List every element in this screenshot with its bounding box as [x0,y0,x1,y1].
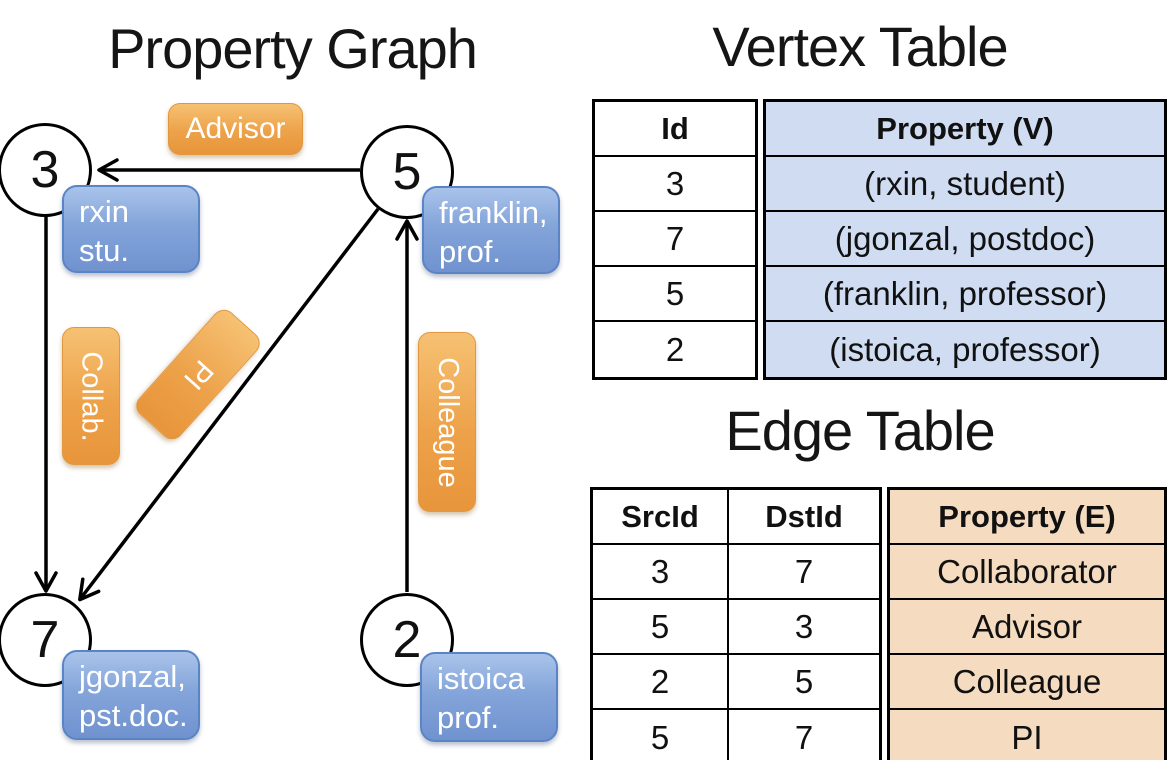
property-graph-title: Property Graph [108,17,478,80]
node-id-label: 5 [392,143,422,201]
vertex-property-line: prof. [437,700,500,735]
edge-table-cell-property: Collaborator [890,545,1164,600]
edge-table-cell-srcid: 3 [593,545,727,600]
edge-table-cell-property: Colleague [890,655,1164,710]
vertex-table-cell-property: (franklin, professor) [766,267,1164,322]
vertex-table-id-column: Id 3 7 5 2 [592,99,758,380]
edge-line-pi-5-to-7 [78,207,380,602]
vertex-table-cell-property: (rxin, student) [766,157,1164,212]
vertex-table-header-property: Property (V) [766,102,1164,157]
vertex-property-line: istoica [437,661,525,696]
edge-table-header-srcid: SrcId [593,490,727,545]
edge-label-text: Colleague [431,356,464,488]
edge-table-cell-srcid: 5 [593,600,727,655]
edge-table-cell-srcid: 5 [650,718,670,756]
edge-label-advisor: Advisor [168,103,303,155]
vertex-property-line: rxin [79,194,129,229]
edge-table-dstid-column: DstId 7 3 5 7 [729,490,879,760]
edge-table-cell-dstid: 7 [794,718,814,756]
edge-table-property-column: Property (E) Collaborator Advisor Collea… [887,487,1167,760]
edge-table-header-dstid: DstId [729,490,879,545]
vertex-table-cell-property: (jgonzal, postdoc) [766,212,1164,267]
vertex-property-box-7: jgonzal, pst.doc. [62,650,200,740]
vertex-table-title: Vertex Table [712,15,1008,78]
vertex-property-box-2: istoica prof. [420,652,558,742]
vertex-property-line: prof. [439,234,502,269]
node-id-label: 3 [30,141,60,199]
edge-label-text: PI [177,353,220,396]
edge-table-title: Edge Table [725,399,995,462]
vertex-table-cell-id: 5 [595,267,755,322]
graph-node-2: 2 [360,593,454,687]
edge-table-srcid-column: SrcId 3 5 2 5 [593,490,729,760]
edge-table-header-property: Property (E) [890,490,1164,545]
vertex-table-header-id: Id [595,102,755,157]
graph-node-5: 5 [360,125,454,219]
vertex-property-line: stu. [79,233,129,268]
vertex-property-box-3: rxin stu. [62,185,200,273]
edge-label-colleague: Colleague [418,332,476,512]
vertex-property-line: jgonzal, [79,659,186,694]
edge-table-cell-property: PI [890,710,1164,760]
edge-label-text: Collab. [75,350,108,442]
edge-table-cell-srcid: 2 [593,655,727,710]
edge-label-collab: Collab. [62,327,120,465]
vertex-table-property-column: Property (V) (rxin, student) (jgonzal, p… [763,99,1167,380]
vertex-table-cell-property: (istoica, professor) [766,322,1164,377]
edge-table-cell-dstid: 3 [729,600,879,655]
edge-table-cell-property: Advisor [890,600,1164,655]
graph-edges-layer [34,158,419,602]
edge-table-cell-dstid: 5 [729,655,879,710]
vertex-table-cell-id: 3 [595,157,755,212]
vertex-property-line: pst.doc. [79,698,188,733]
edge-table-id-columns: SrcId 3 5 2 5 DstId 7 3 5 7 [590,487,882,760]
vertex-property-line: franklin, [439,195,548,230]
edge-table-cell-dstid: 7 [729,545,879,600]
vertex-table-cell-id: 2 [665,330,685,368]
edge-label-text: Advisor [185,112,286,145]
vertex-property-box-5: franklin, prof. [422,186,560,274]
node-id-label: 7 [30,611,60,669]
vertex-table-cell-id: 7 [595,212,755,267]
node-id-label: 2 [392,611,422,669]
